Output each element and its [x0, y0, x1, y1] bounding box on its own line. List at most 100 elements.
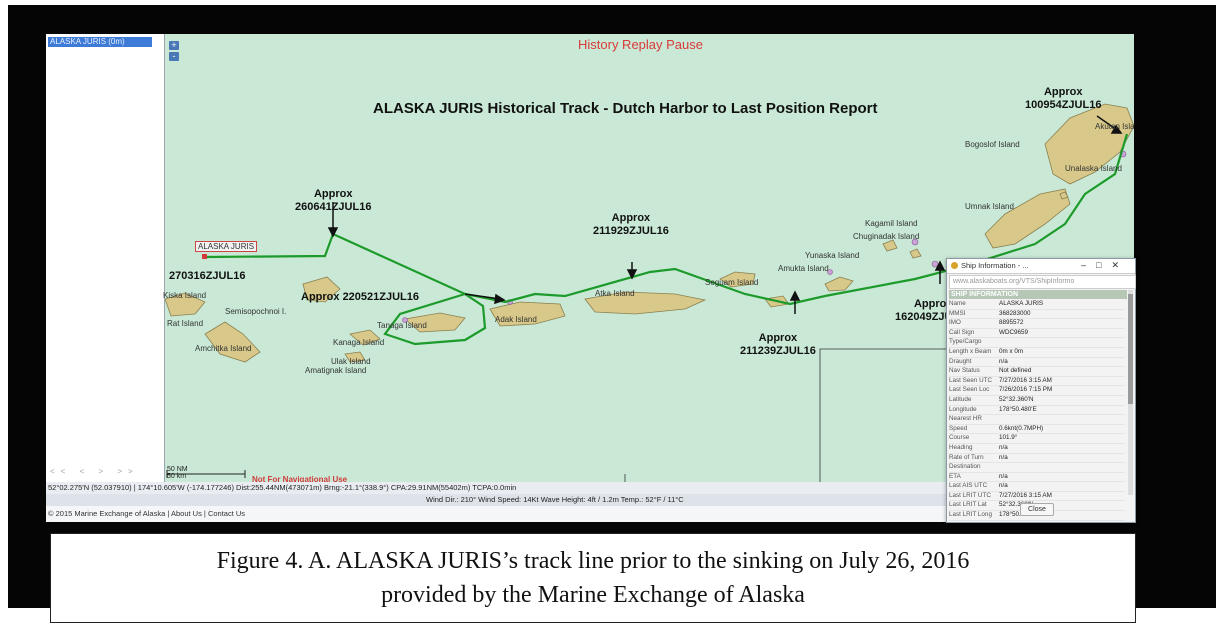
ship-info-value: 178°50.480'E: [999, 511, 1037, 519]
close-button[interactable]: Close: [1020, 503, 1054, 516]
island-label: Atka Island: [595, 289, 635, 298]
ship-info-key: Last AIS UTC: [949, 482, 988, 490]
land-small-1: [882, 239, 898, 252]
ship-info-value: n/a: [999, 443, 1008, 451]
land-ulak: [344, 351, 366, 363]
cursor-status-bar: 52°02.275'N (52.037910) | 174°10.605'W (…: [46, 482, 1134, 494]
ship-info-key: Last Seen UTC: [949, 376, 993, 384]
island-label: Umnak Island: [965, 202, 1014, 211]
island-label: Adak Island: [495, 315, 537, 324]
island-label: Amchitka Island: [195, 344, 252, 353]
ship-info-value: 0m x 0m: [999, 347, 1024, 355]
ship-info-value: 101.9°: [999, 434, 1018, 442]
ship-info-key: Last Seen Loc: [949, 386, 990, 394]
copyright-text: © 2015 Marine Exchange of Alaska: [48, 509, 166, 518]
ship-info-header: SHIP INFORMATION: [949, 290, 1127, 299]
weather-status-bar: Wind Dir.: 210° Wind Speed: 14Kt Wave He…: [46, 494, 1134, 506]
island-label: Bogoslof Island: [965, 140, 1020, 149]
ship-info-key: Last LRIT Long: [949, 511, 992, 519]
ship-info-row: Longitude 178°50.480'E: [949, 406, 1125, 416]
about-link[interactable]: About Us: [170, 509, 202, 518]
land-bogoslof: [1059, 191, 1069, 200]
land-tanaga: [404, 312, 466, 333]
ship-info-row: Nearest HR: [949, 415, 1125, 425]
ship-info-key: Type/Cargo: [949, 338, 982, 346]
ship-info-row: Course 101.9°: [949, 434, 1125, 444]
vessel-map-label[interactable]: ALASKA JURIS: [195, 241, 258, 252]
land-umnak: [984, 188, 1071, 249]
annotation-220521: Approx 220521ZJUL16: [301, 291, 420, 303]
ship-info-key: Name: [949, 300, 966, 307]
island-label: Amatignak Island: [305, 366, 367, 375]
map-scale: 50 NM 50 km: [167, 466, 188, 480]
ship-info-row: Last LRIT Long 178°50.480'E: [949, 511, 1125, 521]
zoom-in-button[interactable]: +: [169, 41, 179, 50]
browser-icon: [951, 262, 958, 269]
ship-info-key: IMO: [949, 319, 961, 327]
ship-info-row: Name ALASKA JURIS: [949, 300, 1125, 310]
island-label: Kagamil Island: [865, 219, 918, 228]
ship-info-value: n/a: [999, 472, 1008, 480]
app-footer: © 2015 Marine Exchange of Alaska | About…: [46, 506, 1134, 522]
map-title: ALASKA JURIS Historical Track - Dutch Ha…: [373, 100, 878, 117]
ship-info-row: IMO 8895572: [949, 319, 1125, 329]
land-kanaga: [349, 329, 381, 346]
ship-info-key: Nav Status: [949, 367, 980, 375]
ship-window-scrollbar[interactable]: [1128, 290, 1133, 495]
ship-info-value: ALASKA JURIS: [999, 300, 1044, 307]
land-small-2: [909, 248, 922, 259]
ship-info-row: Rate of Turn n/a: [949, 454, 1125, 464]
zoom-out-button[interactable]: -: [169, 52, 179, 61]
ship-window-url[interactable]: www.alaskaboats.org/VTS/ShipInformo: [949, 275, 1136, 289]
island-label: Semisopochnoi I.: [225, 307, 287, 316]
vessel-list-panel: ALASKA JURIS (0m) << < > >>: [46, 34, 165, 482]
ship-info-key: Call Sign: [949, 328, 975, 336]
ship-info-row: Last Seen Loc 7/26/2016 7:15 PM: [949, 386, 1125, 396]
ship-info-value: WDC9659: [999, 328, 1029, 336]
figure-caption: Figure 4. A. ALASKA JURIS’s track line p…: [50, 533, 1136, 623]
land-amukta: [824, 276, 854, 292]
ship-info-key: Nearest HR: [949, 415, 982, 423]
ship-info-key: Latitude: [949, 395, 972, 403]
island-label: Amukta Island: [778, 264, 829, 273]
contact-link[interactable]: Contact Us: [207, 509, 246, 518]
vessel-list-item-selected[interactable]: ALASKA JURIS (0m): [48, 37, 152, 47]
ship-info-value: 8895572: [999, 319, 1024, 327]
ship-info-value: 7/26/2016 7:15 PM: [999, 386, 1053, 394]
not-for-navigation-notice: Not For Navigational Use: [252, 475, 348, 484]
ship-info-key: Draught: [949, 357, 972, 365]
land-amchitka: [204, 321, 261, 363]
ship-info-key: Rate of Turn: [949, 453, 984, 461]
ship-info-value: 178°50.480'E: [999, 405, 1037, 413]
ship-info-row: Call Sign WDC9659: [949, 329, 1125, 339]
ship-window-titlebar[interactable]: Ship Information - ... –□✕: [947, 259, 1135, 274]
map-drawing: [165, 103, 1134, 482]
ship-information-window: Ship Information - ... –□✕ www.alaskaboa…: [946, 258, 1136, 523]
ship-info-value: n/a: [999, 453, 1008, 461]
ship-info-key: Course: [949, 434, 970, 442]
window-controls[interactable]: –□✕: [1081, 260, 1129, 270]
ship-info-value: 368283000: [999, 309, 1031, 317]
ship-info-row: Type/Cargo: [949, 338, 1125, 348]
list-pager[interactable]: << < > >>: [50, 467, 139, 476]
caption-line-2: provided by the Marine Exchange of Alask…: [381, 582, 805, 608]
island-label: Yunaska Island: [805, 251, 860, 260]
island-label: Ulak Island: [331, 357, 371, 366]
land-adak: [489, 301, 566, 327]
ship-info-key: Length x Beam: [949, 347, 992, 355]
ship-info-row: Length x Beam 0m x 0m: [949, 348, 1125, 358]
ship-info-value: 7/27/2016 3:15 AM: [999, 491, 1052, 499]
island-label: Chuginadak Island: [853, 232, 920, 241]
ship-info-key: Longitude: [949, 405, 977, 413]
island-label: Kanaga Island: [333, 338, 385, 347]
